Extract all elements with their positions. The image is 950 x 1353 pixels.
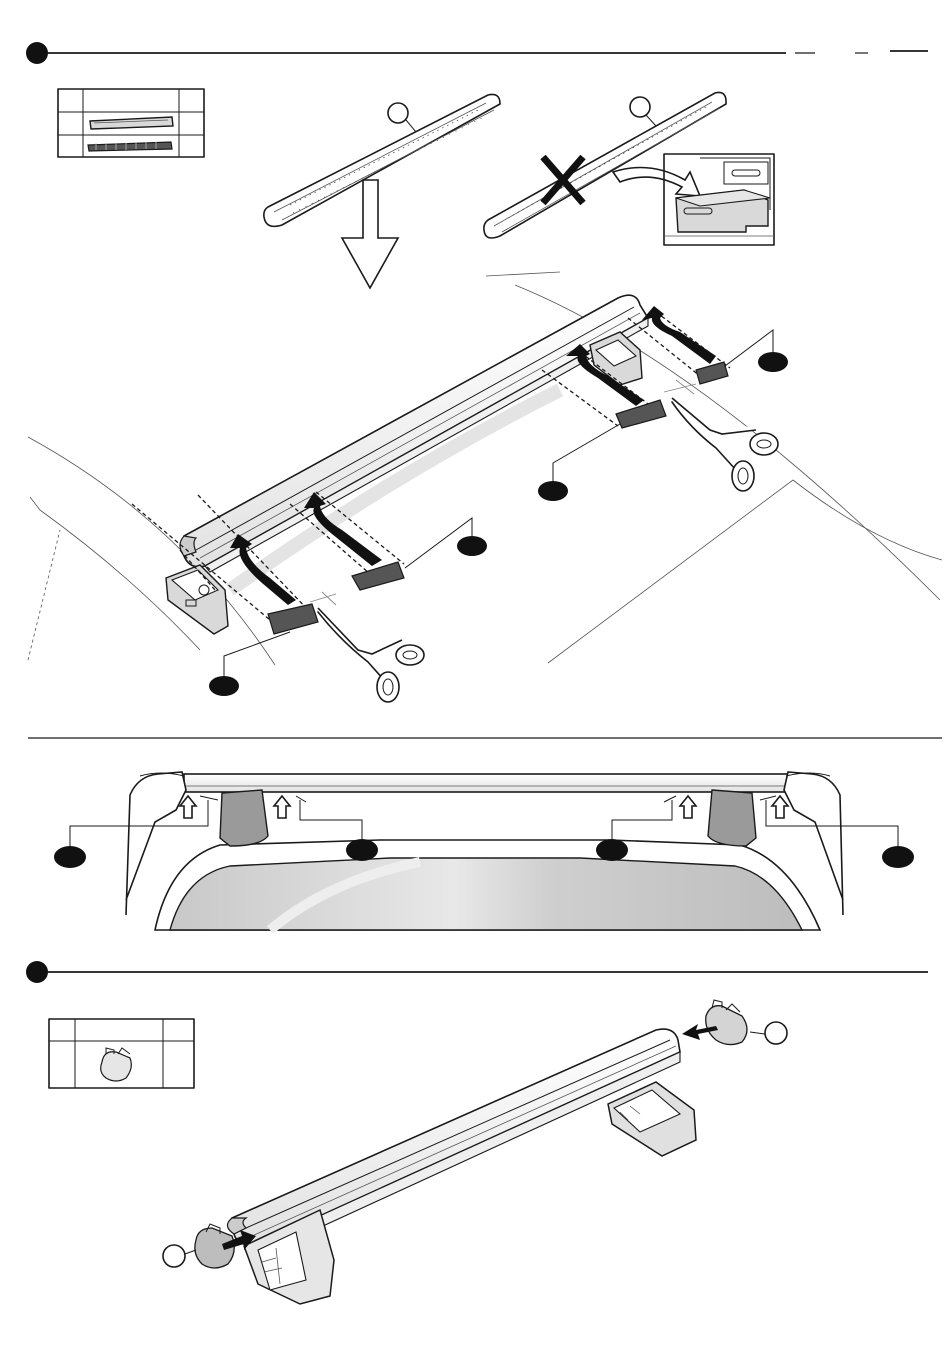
callout-strip-a [209,676,239,696]
callout-strip-c [538,481,568,501]
callout-ruler-1 [388,103,408,123]
roof-bar-rear [184,774,790,792]
foot-rear-left [220,790,268,846]
step-2-header [26,961,928,983]
callout-rear-b [346,839,378,861]
end-cap-right [706,1000,747,1045]
callout-cap-right [765,1022,787,1044]
scissors-right-icon [664,380,778,491]
ruler-strip-correct [264,94,500,226]
callout-rear-d [882,846,914,868]
parts-box-1 [58,89,204,157]
parts-box-2 [49,1019,194,1088]
scissors-left-icon [310,592,424,702]
callout-rear-c [596,839,628,861]
callout-strip-d [758,352,788,372]
callout-strip-b [457,536,487,556]
step-2-bullet [26,961,48,983]
strip-with-scale-icon [90,117,173,129]
callout-cap-left [163,1245,185,1267]
car-roof-outline [28,272,942,665]
foot-step-2-right [608,1082,696,1156]
foot-rear-right [708,790,756,846]
adhesive-pad-strip-icon [88,142,172,151]
step-1-bullet [26,42,48,64]
drawer-storage-illustration [664,154,774,245]
callout-ruler-2 [630,97,650,117]
rear-view-panel [126,770,844,933]
roof-bar-step-2 [227,1029,680,1254]
down-arrow-icon [342,180,398,288]
store-arrow-icon [613,168,700,197]
end-cap-icon [101,1048,132,1081]
roof-bar [180,295,648,590]
step-1-header [26,42,928,64]
callout-rear-a [54,846,86,868]
rear-window [170,858,802,930]
